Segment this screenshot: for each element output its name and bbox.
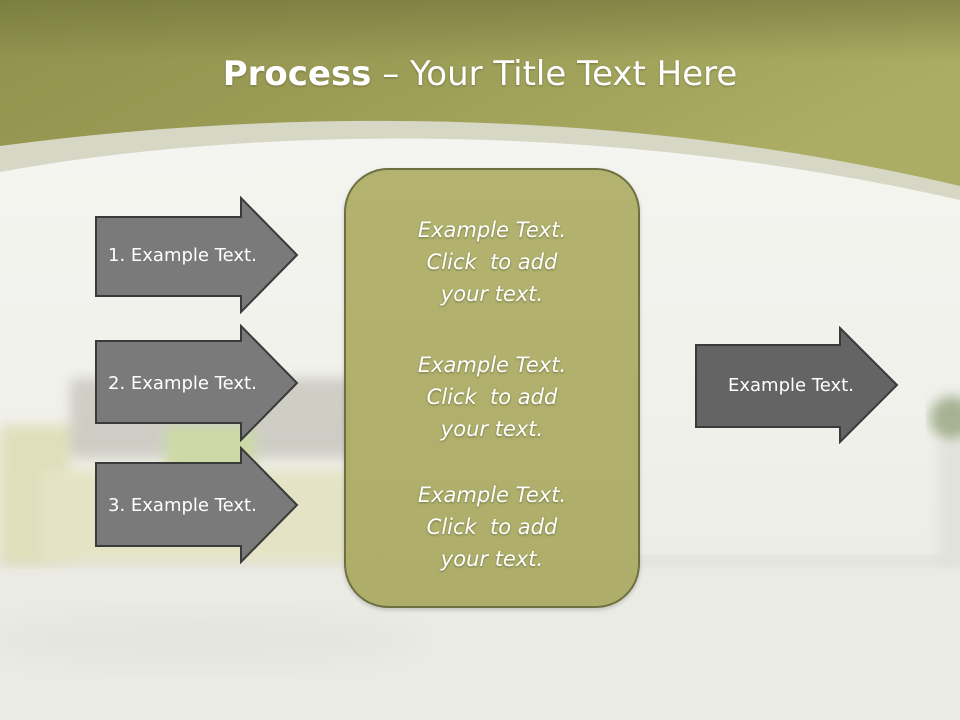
step-label-2: 2. Example Text. [108,372,257,394]
step-arrow-2[interactable]: 2. Example Text. [94,323,300,443]
output-label: Example Text. [728,374,854,396]
step-label-3: 3. Example Text. [108,494,257,516]
block-line: your text. [440,547,544,571]
center-text-block-2[interactable]: Example Text. Click to add your text. [346,349,638,445]
step-arrow-3[interactable]: 3. Example Text. [94,445,300,565]
step-arrow-1[interactable]: 1. Example Text. [94,195,300,315]
block-line: Example Text. [417,218,567,242]
title-rest: – Your Title Text Here [371,54,738,94]
plant-shape [930,396,960,564]
center-text-block-3[interactable]: Example Text. Click to add your text. [346,479,638,575]
title-bold: Process [222,54,372,94]
block-line: your text. [440,282,544,306]
block-line: Click to add [426,250,558,274]
block-line: Click to add [426,515,558,539]
arrow-shape [95,445,299,565]
block-line: your text. [440,417,544,441]
center-content-box[interactable]: Example Text. Click to add your text. Ex… [344,168,640,608]
arrow-shape [95,195,299,315]
slide-title: Process – Your Title Text Here [0,50,960,98]
block-line: Click to add [426,385,558,409]
arrow-shape [95,323,299,443]
arrow-shape [695,325,899,445]
block-line: Example Text. [417,483,567,507]
center-text-block-1[interactable]: Example Text. Click to add your text. [346,214,638,310]
step-label-1: 1. Example Text. [108,244,257,266]
block-line: Example Text. [417,353,567,377]
output-arrow[interactable]: Example Text. [694,325,900,445]
